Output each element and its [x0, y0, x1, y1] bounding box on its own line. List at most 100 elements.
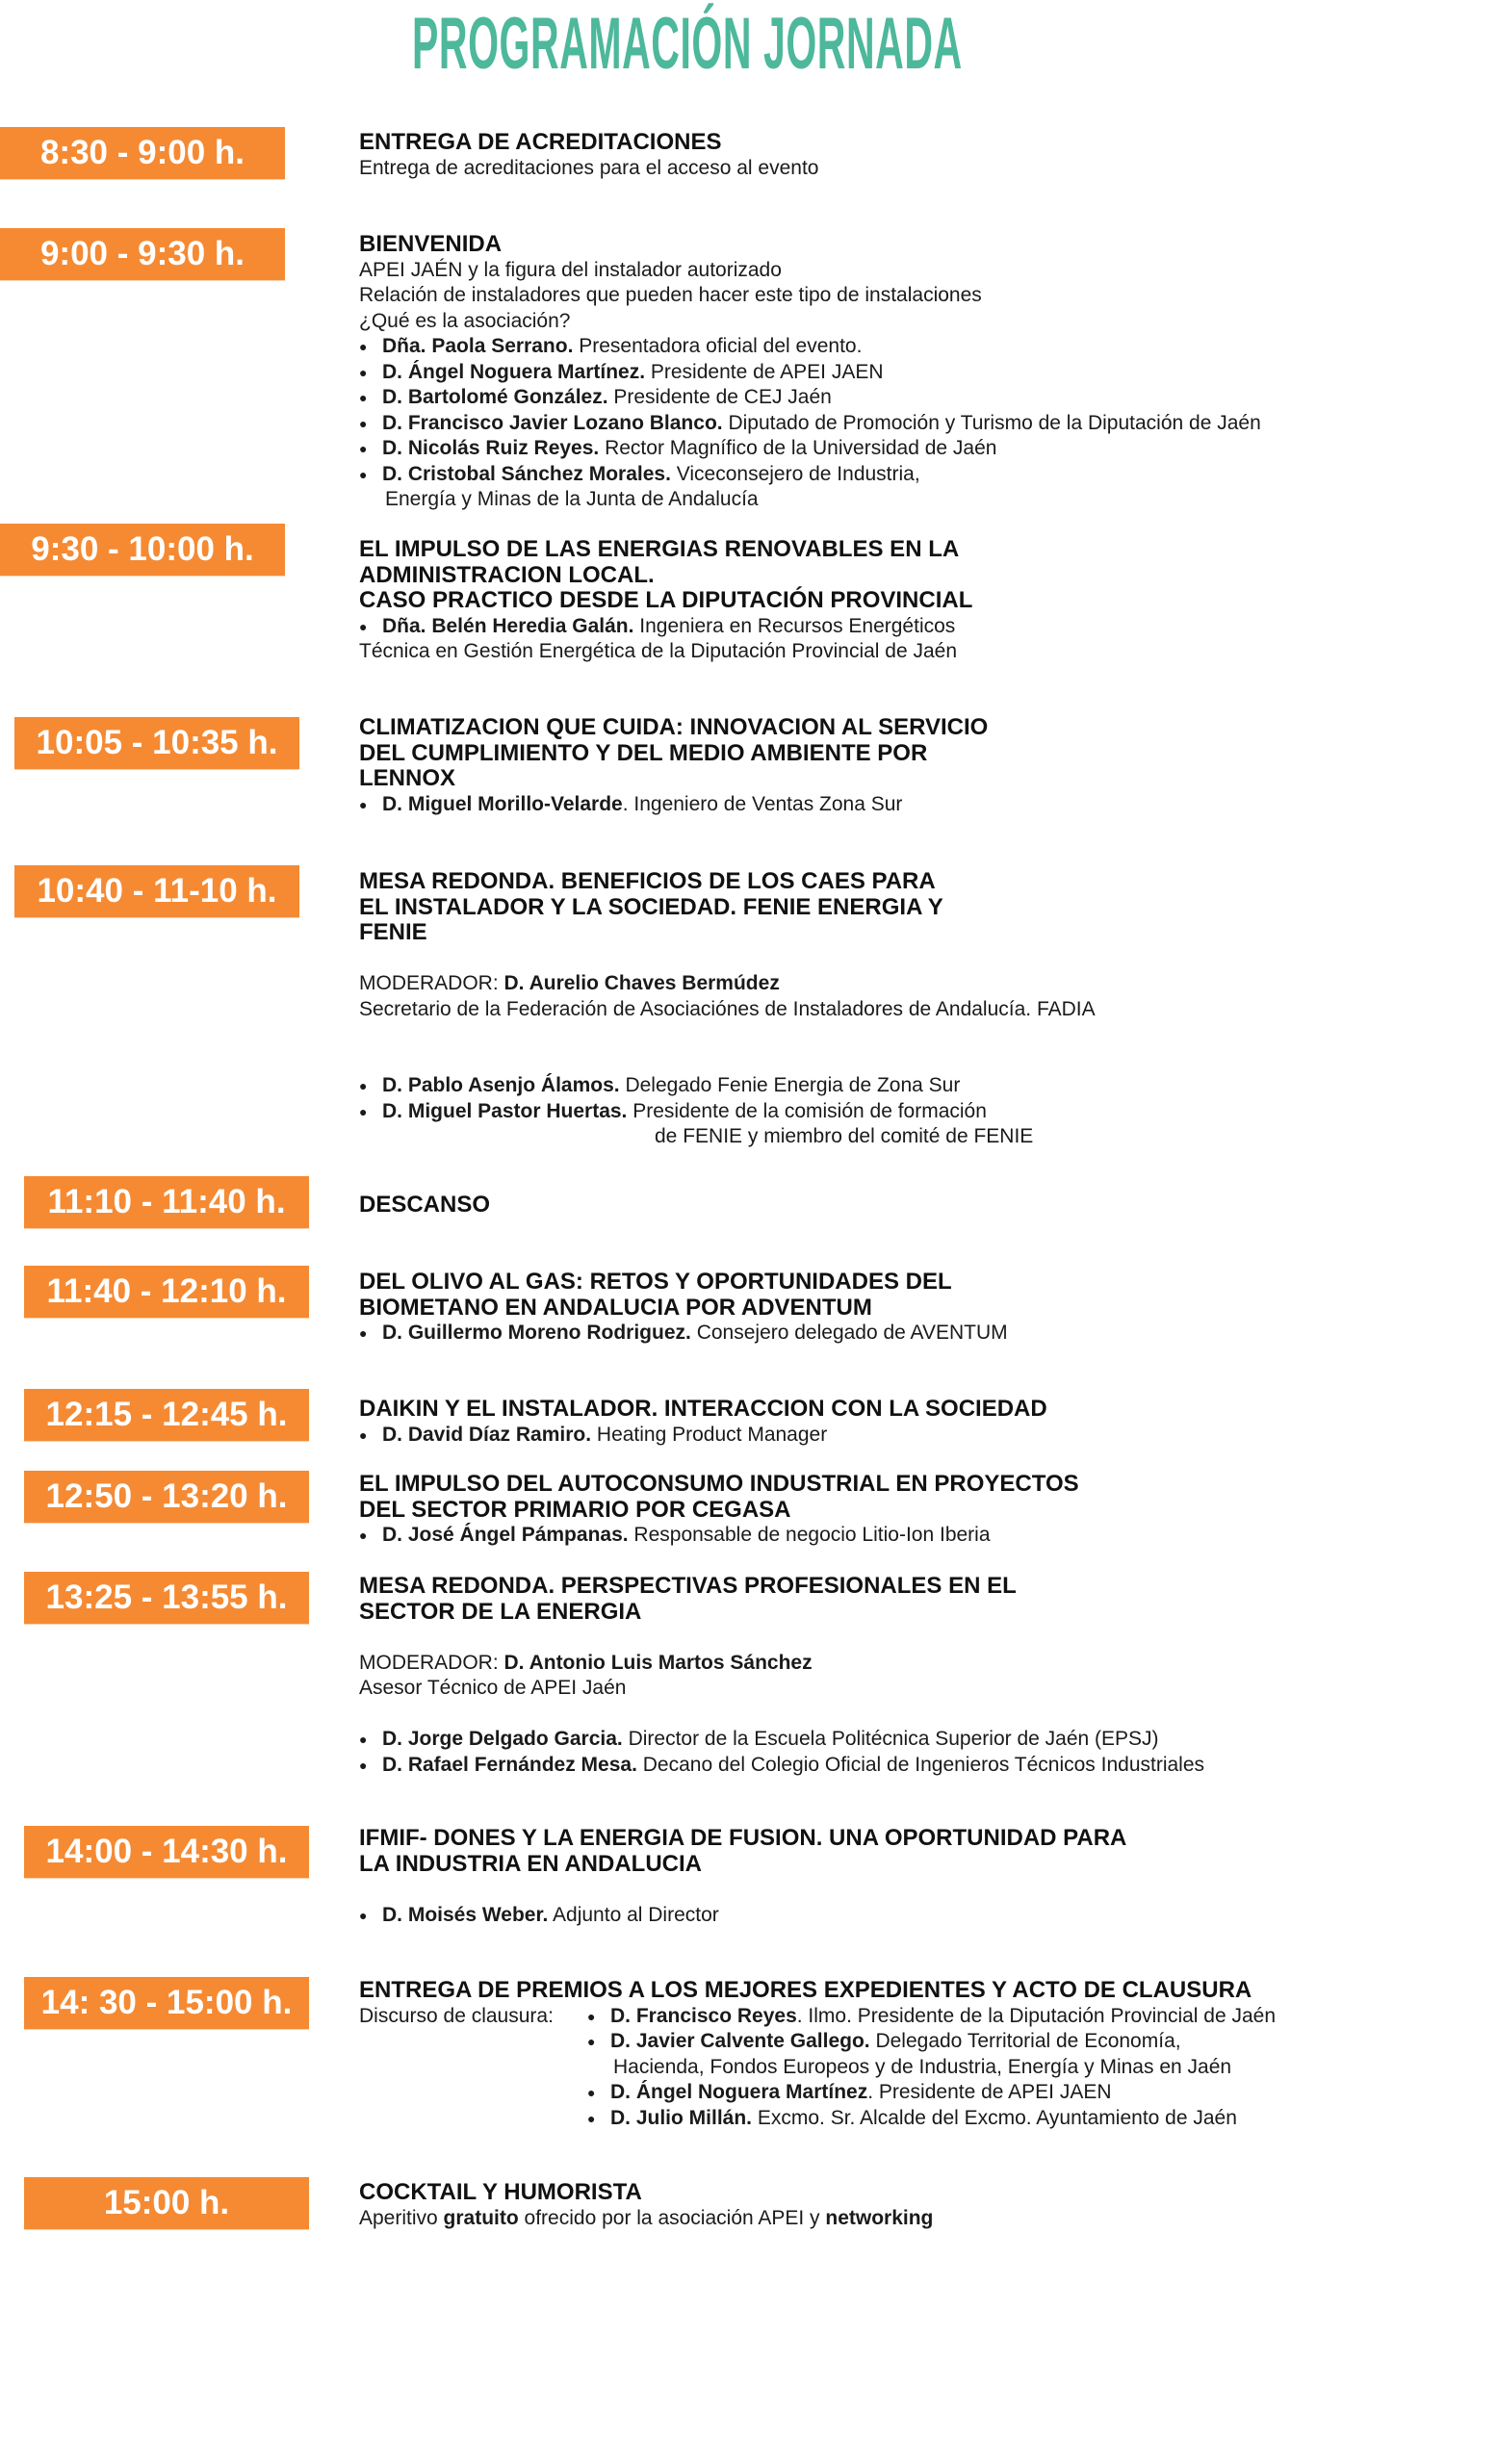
text-segment: SECTOR DE LA ENERGIA [359, 1598, 642, 1625]
bullet-icon [359, 360, 367, 386]
bullet-icon [359, 1727, 367, 1753]
bullet-icon [359, 1321, 367, 1347]
time-slot-badge: 14: 30 - 15:00 h. [24, 1977, 309, 2029]
bullet-icon [359, 411, 367, 437]
text-segment: EL IMPULSO DE LAS ENERGIAS RENOVABLES EN… [359, 536, 960, 562]
time-slot-badge: 14:00 - 14:30 h. [24, 1826, 309, 1878]
time-slot-badge: 15:00 h. [24, 2177, 309, 2229]
spacer [359, 1022, 1466, 1048]
speaker-name: D. Miguel Pastor Huertas. [382, 1099, 628, 1122]
session-block: MESA REDONDA. PERSPECTIVAS PROFESIONALES… [359, 1573, 1466, 1779]
text-segment: Viceconsejero de Industria, [670, 462, 920, 485]
text-segment: Director de la Escuela Politécnica Super… [622, 1728, 1159, 1750]
text-segment: BIOMETANO EN ANDALUCIA POR ADVENTUM [359, 1294, 872, 1321]
text-segment: Adjunto al Director [548, 1903, 719, 1926]
text-segment: Decano del Colegio Oficial de Ingenieros… [636, 1753, 1205, 1776]
text-segment: Rector Magnífico de la Universidad de Ja… [599, 437, 997, 459]
text-segment: . Ingeniero de Ventas Zona Sur [622, 792, 903, 815]
text-segment: EL IMPULSO DEL AUTOCONSUMO INDUSTRIAL EN… [359, 1471, 1079, 1497]
speaker-item: D. Moisés Weber. Adjunto al Director [359, 1903, 1466, 1929]
session-text-line: Aperitivo gratuito ofrecido por la asoci… [359, 2206, 1466, 2232]
text-segment: DEL SECTOR PRIMARIO POR CEGASA [359, 1496, 791, 1523]
text-segment: COCKTAIL Y HUMORISTA [359, 2179, 642, 2205]
text-segment: Relación de instaladores que pueden hace… [359, 284, 982, 306]
session-title-line: CASO PRACTICO DESDE LA DIPUTACIÓN PROVIN… [359, 587, 1466, 614]
text-segment: ENTREGA DE ACREDITACIONES [359, 129, 722, 155]
text-segment: LA INDUSTRIA EN ANDALUCIA [359, 1850, 702, 1877]
bullet-icon [359, 1099, 367, 1125]
bullet-icon [359, 792, 367, 818]
session-title-line: CLIMATIZACION QUE CUIDA: INNOVACION AL S… [359, 714, 1466, 741]
speaker-name: D. Francisco Reyes [610, 2004, 797, 2027]
bullet-icon [587, 2004, 595, 2030]
session-text-line: APEI JAÉN y la figura del instalador aut… [359, 258, 1466, 284]
session-text-line: MODERADOR: D. Antonio Luis Martos Sánche… [359, 1651, 1466, 1677]
text-segment: DEL OLIVO AL GAS: RETOS Y OPORTUNIDADES … [359, 1269, 952, 1295]
speaker-name: D. Javier Calvente Gallego. [610, 2030, 870, 2052]
speaker-name: Dña. Belén Heredia Galán. [382, 614, 634, 637]
speaker-name: D. Rafael Fernández Mesa. [382, 1753, 637, 1776]
speaker-item: Dña. Belén Heredia Galán. Ingeniera en R… [359, 614, 1466, 640]
text-segment: DEL CUMPLIMIENTO Y DEL MEDIO AMBIENTE PO… [359, 739, 928, 766]
speaker-name: Dña. Paola Serrano. [382, 335, 574, 357]
speaker-item: D. Javier Calvente Gallego. Delegado Ter… [587, 2029, 1466, 2055]
session-block: MESA REDONDA. BENEFICIOS DE LOS CAES PAR… [359, 868, 1466, 1150]
speaker-name: gratuito [443, 2206, 519, 2229]
speaker-name: D. Moisés Weber. [382, 1903, 549, 1926]
speaker-item: D. Francisco Reyes. Ilmo. Presidente de … [587, 2004, 1466, 2030]
closing-speeches: Discurso de clausura:D. Francisco Reyes.… [359, 2004, 1466, 2132]
speaker-name: D. Julio Millán. [610, 2106, 753, 2129]
session-title-line: EL IMPULSO DEL AUTOCONSUMO INDUSTRIAL EN… [359, 1471, 1466, 1498]
page-title: PROGRAMACIÓN JORNADA [412, 3, 963, 85]
time-slot-badge: 10:40 - 11-10 h. [14, 865, 299, 917]
speaker-name: D. Bartolomé González. [382, 386, 608, 408]
time-slot-badge: 8:30 - 9:00 h. [0, 127, 285, 179]
session-title-line: COCKTAIL Y HUMORISTA [359, 2179, 1466, 2206]
text-segment: DESCANSO [359, 1192, 491, 1218]
session-title-line: ENTREGA DE ACREDITACIONES [359, 129, 1466, 156]
session-title-line: LENNOX [359, 765, 1466, 792]
session-text-line: Entrega de acreditaciones para el acceso… [359, 156, 1466, 182]
spacer [359, 1048, 1466, 1074]
text-segment: IFMIF- DONES Y LA ENERGIA DE FUSION. UNA… [359, 1825, 1127, 1851]
text-segment: Presidente de la comisión de formación [627, 1099, 987, 1122]
speaker-name: D. Miguel Morillo-Velarde [382, 792, 623, 815]
speaker-item: D. Ángel Noguera Martínez. Presidente de… [587, 2080, 1466, 2106]
speaker-name: D. Nicolás Ruiz Reyes. [382, 437, 600, 459]
session-title-line: ENTREGA DE PREMIOS A LOS MEJORES EXPEDIE… [359, 1977, 1466, 2004]
speaker-item: D. Nicolás Ruiz Reyes. Rector Magnífico … [359, 436, 1466, 462]
bullet-icon [359, 334, 367, 360]
text-segment: Presentadora oficial del evento. [573, 335, 863, 357]
time-slot-badge: 10:05 - 10:35 h. [14, 717, 299, 769]
text-segment: ENTREGA DE PREMIOS A LOS MEJORES EXPEDIE… [359, 1977, 1252, 2003]
session-block: DEL OLIVO AL GAS: RETOS Y OPORTUNIDADES … [359, 1269, 1466, 1347]
text-segment: MESA REDONDA. PERSPECTIVAS PROFESIONALES… [359, 1573, 1017, 1599]
speaker-name: D. Jorge Delgado Garcia. [382, 1728, 623, 1750]
text-segment: Asesor Técnico de APEI Jaén [359, 1677, 627, 1699]
speaker-name: D. David Díaz Ramiro. [382, 1423, 592, 1446]
session-block: DESCANSO [359, 1192, 1466, 1219]
text-segment: Presidente de APEI JAEN [645, 360, 884, 383]
text-segment: . Presidente de APEI JAEN [867, 2081, 1112, 2103]
speaker-item: Dña. Paola Serrano. Presentadora oficial… [359, 334, 1466, 360]
text-segment: . Ilmo. Presidente de la Diputación Prov… [796, 2004, 1277, 2027]
text-segment: ¿Qué es la asociación? [359, 309, 571, 332]
session-block: ENTREGA DE PREMIOS A LOS MEJORES EXPEDIE… [359, 1977, 1466, 2132]
bullet-icon [359, 1903, 367, 1929]
speaker-item: D. Cristobal Sánchez Morales. Viceconsej… [359, 462, 1466, 488]
spacer [359, 946, 1466, 972]
session-text-line: Hacienda, Fondos Europeos y de Industria… [587, 2055, 1466, 2081]
bullet-icon [359, 1073, 367, 1099]
session-title-line: BIOMETANO EN ANDALUCIA POR ADVENTUM [359, 1294, 1466, 1322]
speaker-item: D. Rafael Fernández Mesa. Decano del Col… [359, 1753, 1466, 1779]
session-text-line: MODERADOR: D. Aurelio Chaves Bermúdez [359, 971, 1466, 997]
spacer [359, 1877, 1466, 1903]
time-slot-badge: 9:30 - 10:00 h. [0, 524, 285, 576]
speaker-item: D. Bartolomé González. Presidente de CEJ… [359, 385, 1466, 411]
session-text-line: Secretario de la Federación de Asociació… [359, 997, 1466, 1023]
text-segment: Aperitivo [359, 2206, 444, 2229]
text-segment: ADMINISTRACION LOCAL. [359, 561, 655, 588]
text-segment: Ingeniera en Recursos Energéticos [633, 614, 956, 637]
